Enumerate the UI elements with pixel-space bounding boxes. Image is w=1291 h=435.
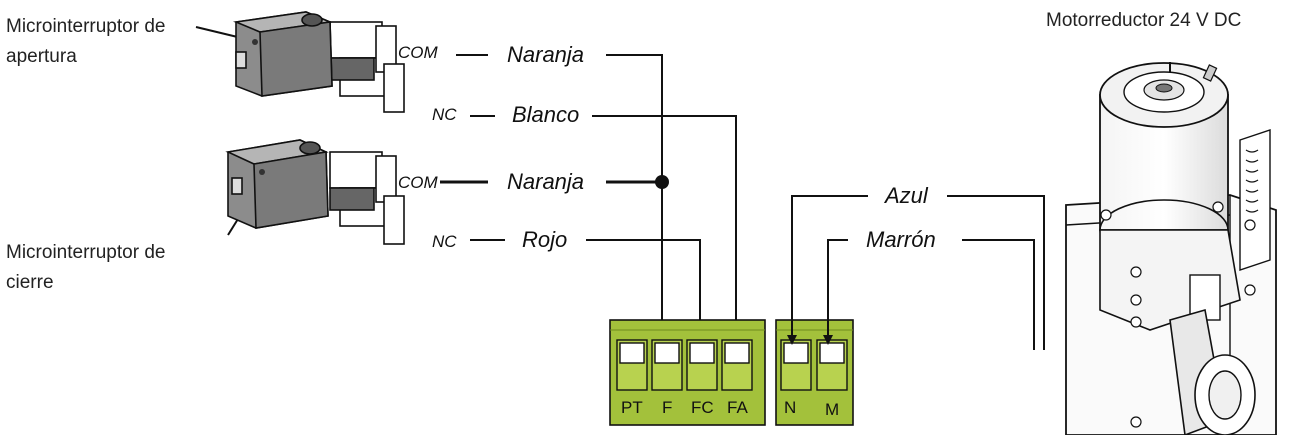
motor-label: Motorreductor 24 V DC: [1046, 10, 1241, 31]
terminal-fa: [721, 339, 753, 391]
terminal-label-fa: FA: [727, 398, 748, 417]
terminal-label-fc: FC: [691, 398, 714, 417]
wire-rojo: [586, 239, 705, 345]
terminal-label-n: N: [784, 398, 796, 417]
wire-label-naranja-2: Naranja: [507, 169, 584, 194]
wire-marron-motor-side: [962, 239, 1035, 350]
switch-open-label-line1: Microinterruptor de: [6, 16, 165, 37]
wire-marron: [823, 239, 848, 345]
gearmotor-illustration: [1065, 62, 1277, 435]
terminal-fc: [686, 339, 718, 391]
switch-open-label-line2: apertura: [6, 46, 77, 67]
terminal-block-a: PT F FC FA: [609, 319, 766, 426]
wire-label-rojo: Rojo: [522, 227, 567, 252]
wire-blanco: [592, 115, 741, 345]
wire-label-azul: Azul: [883, 183, 929, 208]
junction-dot: [655, 175, 669, 189]
terminal-label-f: F: [662, 398, 672, 417]
terminal-m: [816, 339, 848, 391]
terminal-block-b: N M: [775, 319, 854, 426]
wire-label-naranja-1: Naranja: [507, 42, 584, 67]
microswitch-open: [233, 11, 405, 113]
pin-com-2: COM: [398, 173, 439, 192]
terminal-pt: [616, 339, 648, 391]
wire-label-blanco: Blanco: [512, 102, 579, 127]
wire-label-marron: Marrón: [866, 227, 936, 252]
terminal-label-m: M: [825, 400, 839, 419]
microswitch-close: [225, 139, 405, 245]
terminal-label-pt: PT: [621, 398, 643, 417]
pin-com-1: COM: [398, 43, 439, 62]
terminal-f: [651, 339, 683, 391]
wire-azul: [787, 195, 868, 345]
wire-azul-motor-side: [947, 195, 1045, 350]
pin-nc-2: NC: [432, 232, 457, 251]
switch-close-label-line1: Microinterruptor de: [6, 242, 165, 263]
switch-close-label-line2: cierre: [6, 272, 54, 293]
pin-nc-1: NC: [432, 105, 457, 124]
wire-naranja-1: [606, 54, 667, 345]
terminal-n: [780, 339, 812, 391]
